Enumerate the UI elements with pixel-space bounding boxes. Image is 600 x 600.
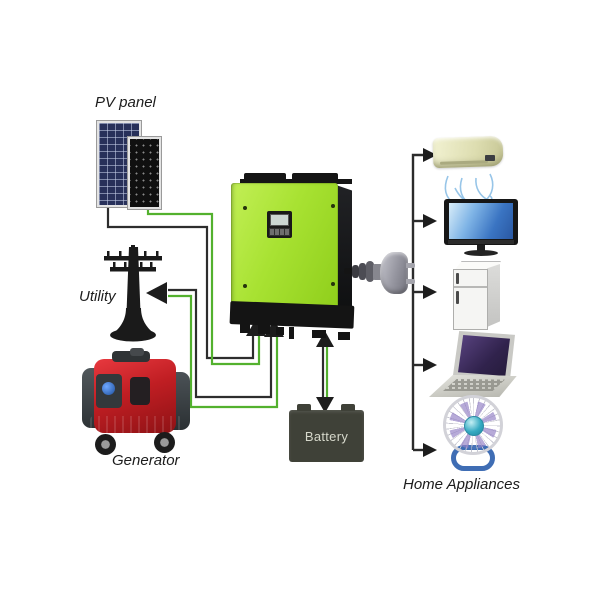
fan-hub <box>464 416 484 436</box>
fridge-handle <box>456 291 459 304</box>
appliance-arrows <box>423 148 437 457</box>
inverter-port <box>240 323 250 333</box>
battery-terminal <box>297 404 311 411</box>
tv-stand-base <box>464 250 498 256</box>
wire-generator-green <box>172 336 279 409</box>
power-plug-icon <box>344 251 416 297</box>
inverter-front-panel <box>231 183 338 310</box>
fridge-handle <box>456 273 459 284</box>
tv-screen <box>449 203 513 239</box>
plug-prong <box>406 279 415 284</box>
arrow-battery-down <box>316 397 334 413</box>
fridge-door-divider <box>454 286 487 288</box>
wire-pv-black <box>106 206 255 360</box>
plug-cable <box>344 268 355 274</box>
plug-cable-ring <box>352 265 359 278</box>
battery-label: Battery <box>304 428 349 444</box>
utility-pole-icon <box>104 245 162 342</box>
appliance-bus <box>411 153 424 452</box>
screw-icon <box>331 282 335 286</box>
fridge-side <box>487 264 500 327</box>
lcd-screen <box>270 214 289 226</box>
plug-neck <box>373 264 382 280</box>
inverter-mount-bracket <box>244 173 286 182</box>
fan-icon <box>442 395 504 473</box>
inverter-port <box>312 330 326 338</box>
inverter-port <box>276 327 284 335</box>
generator-wheel-right <box>154 432 175 453</box>
generator-fuel-cap <box>130 348 144 356</box>
tv-bottom-strip <box>448 240 514 244</box>
ac-display <box>485 155 495 161</box>
laptop-screen <box>458 335 510 376</box>
refrigerator-icon <box>451 261 503 333</box>
battery-icon: Battery <box>289 404 364 462</box>
wire-pv-green <box>146 206 261 366</box>
tv-icon <box>444 199 520 259</box>
plug-prong <box>406 263 415 268</box>
utility-label: Utility <box>79 288 116 305</box>
inverter-port <box>258 325 270 334</box>
plug-cable-ring <box>359 263 366 280</box>
solar-panel-black-icon <box>128 137 161 209</box>
screw-icon <box>331 204 335 208</box>
pv-panel-label: PV panel <box>95 94 156 111</box>
generator-icon <box>82 348 192 455</box>
home-appliances-label: Home Appliances <box>403 476 521 493</box>
battery-terminal <box>341 404 355 411</box>
inverter-side-panel <box>336 185 352 323</box>
generator-vent <box>130 377 150 405</box>
generator-wheel-left <box>95 434 116 455</box>
generator-handle <box>112 351 150 362</box>
inverter-port <box>289 327 294 339</box>
generator-gauge <box>102 382 115 395</box>
air-conditioner-icon <box>432 135 504 173</box>
inverter-lcd-display <box>267 211 292 238</box>
arrow-to-utility <box>146 282 167 304</box>
inverter-icon <box>226 172 360 350</box>
laptop-icon <box>429 331 519 399</box>
arrow-battery-up <box>316 331 334 347</box>
generator-label: Generator <box>112 452 180 469</box>
lcd-buttons <box>269 228 290 236</box>
plug-body <box>380 252 408 294</box>
screw-icon <box>243 206 247 210</box>
tv-stand-neck <box>477 245 485 251</box>
inverter-port <box>338 332 350 340</box>
inverter-mount-bracket <box>292 173 338 182</box>
wire-utility-black <box>168 288 273 399</box>
wire-utility-green <box>168 294 193 407</box>
laptop-keys <box>443 379 505 391</box>
plug-cable-ring <box>366 261 374 282</box>
screw-icon <box>243 284 247 288</box>
